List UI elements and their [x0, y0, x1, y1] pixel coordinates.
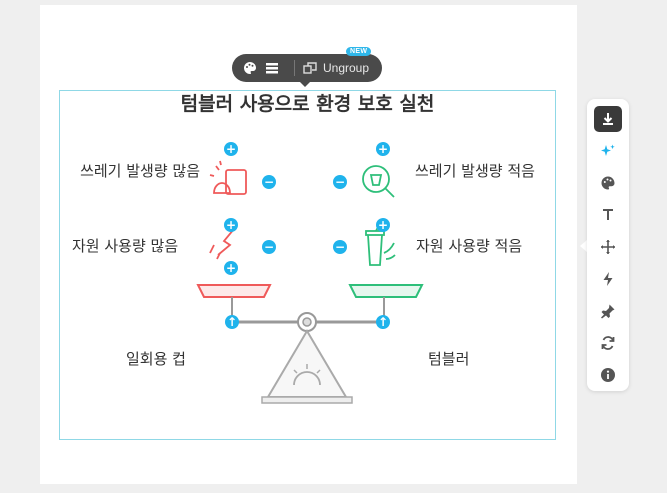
download-icon: [603, 113, 613, 125]
toolbar-caret: [300, 82, 310, 87]
right-item-2: 자원 사용량 적음: [416, 237, 523, 255]
left-scale-label: 일회용 컵: [126, 350, 186, 368]
palette-icon[interactable]: [242, 60, 258, 76]
remove-button[interactable]: −: [262, 175, 276, 189]
add-button[interactable]: +: [224, 142, 238, 156]
lightning-icon: [603, 272, 613, 286]
right-toolbar: [587, 99, 629, 391]
download-button[interactable]: [594, 106, 622, 132]
toolbar-divider: [294, 60, 295, 76]
recycle-search-icon: [362, 165, 395, 198]
floating-toolbar: Ungroup: [232, 54, 382, 87]
ai-sparkle-button[interactable]: [594, 138, 622, 164]
add-button[interactable]: +: [224, 261, 238, 275]
move-button[interactable]: [594, 234, 622, 260]
trash-icon: [209, 160, 247, 195]
refresh-button[interactable]: [594, 330, 622, 356]
selection-box[interactable]: [59, 90, 556, 440]
sidebar-caret: [580, 240, 587, 252]
pin-button[interactable]: [594, 298, 622, 324]
text-button[interactable]: [594, 202, 622, 228]
sparkle-icon: [601, 144, 615, 156]
remove-button[interactable]: −: [333, 240, 347, 254]
right-item-1: 쓰레기 발생량 적음: [415, 162, 535, 180]
refresh-icon: [601, 336, 615, 350]
info-button[interactable]: [594, 362, 622, 388]
connect-handle[interactable]: ↑: [376, 315, 390, 329]
add-button[interactable]: +: [376, 142, 390, 156]
remove-button[interactable]: −: [333, 175, 347, 189]
remove-button[interactable]: −: [262, 240, 276, 254]
scale-illustration: [196, 160, 424, 404]
add-button[interactable]: +: [224, 218, 238, 232]
align-icon[interactable]: [264, 60, 280, 76]
ungroup-button[interactable]: Ungroup: [303, 61, 369, 75]
connect-handle[interactable]: ↑: [225, 315, 239, 329]
left-item-1: 쓰레기 발생량 많음: [80, 162, 200, 180]
right-pan: [348, 284, 424, 298]
infographic-title: 텀블러 사용으로 환경 보호 실천: [180, 93, 435, 115]
add-button[interactable]: +: [376, 218, 390, 232]
palette-icon: [601, 176, 615, 190]
left-pan: [196, 284, 272, 298]
effects-button[interactable]: [594, 266, 622, 292]
move-icon: [601, 240, 615, 254]
info-icon: [601, 368, 615, 382]
ungroup-icon: [303, 62, 317, 74]
ungroup-label: Ungroup: [323, 61, 370, 75]
color-button[interactable]: [594, 170, 622, 196]
left-item-2: 자원 사용량 많음: [72, 237, 179, 255]
pin-icon: [601, 304, 615, 319]
text-icon: [603, 209, 613, 220]
new-badge: NEW: [346, 47, 372, 56]
right-scale-label: 텀블러: [428, 350, 470, 368]
